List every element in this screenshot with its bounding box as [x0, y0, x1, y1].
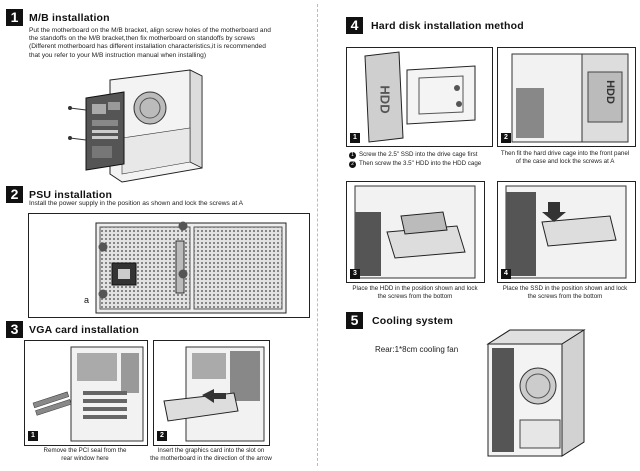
hdd-step2-caption: Then fit the hard drive cage into the fr…: [490, 150, 640, 166]
hdd-step4-caption-line: Place the SSD in the position shown and …: [502, 285, 628, 292]
vga-step1-tag: 1: [28, 431, 38, 441]
section-title-cooling: Cooling system: [372, 315, 453, 327]
cooling-description: Rear:1*8cm cooling fan: [375, 345, 459, 354]
hdd-step1-note-text: Then screw the 3.5" HDD into the HDD cag…: [359, 160, 482, 167]
hdd-step1-illustration: HDD 1: [346, 47, 493, 147]
vga-step2-tag: 2: [157, 431, 167, 441]
hdd-step4-illustration: 4: [497, 181, 636, 283]
section-number-vga: 3: [6, 321, 23, 338]
psu-screw-marker-a: [178, 221, 188, 231]
section-title-mb: M/B installation: [29, 12, 110, 24]
hdd-label: HDD: [377, 85, 393, 114]
section-number-mb: 1: [6, 9, 23, 26]
vga-step1-caption: Remove the PCI seal from the rear window…: [24, 447, 146, 463]
psu-marker-label: a: [84, 295, 90, 305]
cooling-illustration: [480, 324, 592, 458]
hdd-label: HDD: [603, 80, 616, 104]
vga-step2-caption: Insert the graphics card into the slot o…: [146, 447, 276, 463]
vga-step2-caption-line: Insert the graphics card into the slot o…: [157, 447, 265, 454]
note-bullet-icon: 1: [349, 152, 356, 159]
hdd-step3-caption-line: the screws from the bottom: [377, 293, 453, 300]
vga-step1-illustration: 1: [24, 340, 148, 446]
psu-screw-marker-a: [98, 289, 108, 299]
vga-step1-caption-line: Remove the PCI seal from the: [43, 447, 127, 454]
hdd-step3-tag: 3: [350, 269, 360, 279]
hdd-step4-caption: Place the SSD in the position shown and …: [490, 285, 640, 301]
mb-installation-illustration: [62, 68, 212, 186]
vga-step2-caption-line: the motherboard in the direction of the …: [150, 455, 272, 462]
hdd-step3-illustration: 3: [346, 181, 485, 283]
hdd-step4-caption-line: the screws from the bottom: [527, 293, 603, 300]
mb-instructions: Put the motherboard on the M/B bracket, …: [29, 27, 314, 60]
hdd-step1-note-text: Screw the 2.5" SSD into the drive cage f…: [359, 151, 478, 158]
mb-instructions-line: that you refer to your M/B instruction m…: [29, 51, 207, 59]
hdd-step2-caption-line: of the case and lock the screws at A: [515, 158, 615, 165]
hdd-step2-tag: 2: [501, 133, 511, 143]
psu-installation-illustration: a: [28, 213, 310, 318]
page-divider: [317, 4, 318, 466]
section-title-psu: PSU installation: [29, 189, 113, 201]
mb-instructions-line: (Different motherboard has different ins…: [29, 43, 266, 51]
hdd-step1-tag: 1: [350, 133, 360, 143]
section-number-hdd: 4: [346, 17, 363, 34]
mb-instructions-line: Put the motherboard on the M/B bracket, …: [29, 27, 271, 34]
section-number-psu: 2: [6, 186, 23, 203]
psu-screw-marker-a: [98, 242, 108, 252]
section-title-hdd: Hard disk installation method: [371, 20, 524, 32]
hdd-step4-tag: 4: [501, 269, 511, 279]
mb-instructions-line: the standoffs on the M/B bracket,then fi…: [29, 35, 255, 43]
psu-screw-marker-a: [178, 269, 188, 279]
hdd-step3-caption: Place the HDD in the position shown and …: [340, 285, 490, 301]
hdd-step2-caption-line: Then fit the hard drive cage into the fr…: [500, 150, 630, 157]
hdd-step3-caption-line: Place the HDD in the position shown and …: [352, 285, 478, 292]
vga-step1-caption-line: rear window here: [61, 455, 109, 462]
note-bullet-icon: 2: [349, 161, 356, 168]
psu-instructions: Install the power supply in the position…: [29, 200, 244, 207]
section-title-vga: VGA card installation: [29, 324, 139, 336]
hdd-step2-illustration: HDD 2: [497, 47, 636, 147]
vga-step2-illustration: 2: [153, 340, 270, 446]
section-number-cooling: 5: [346, 312, 363, 329]
